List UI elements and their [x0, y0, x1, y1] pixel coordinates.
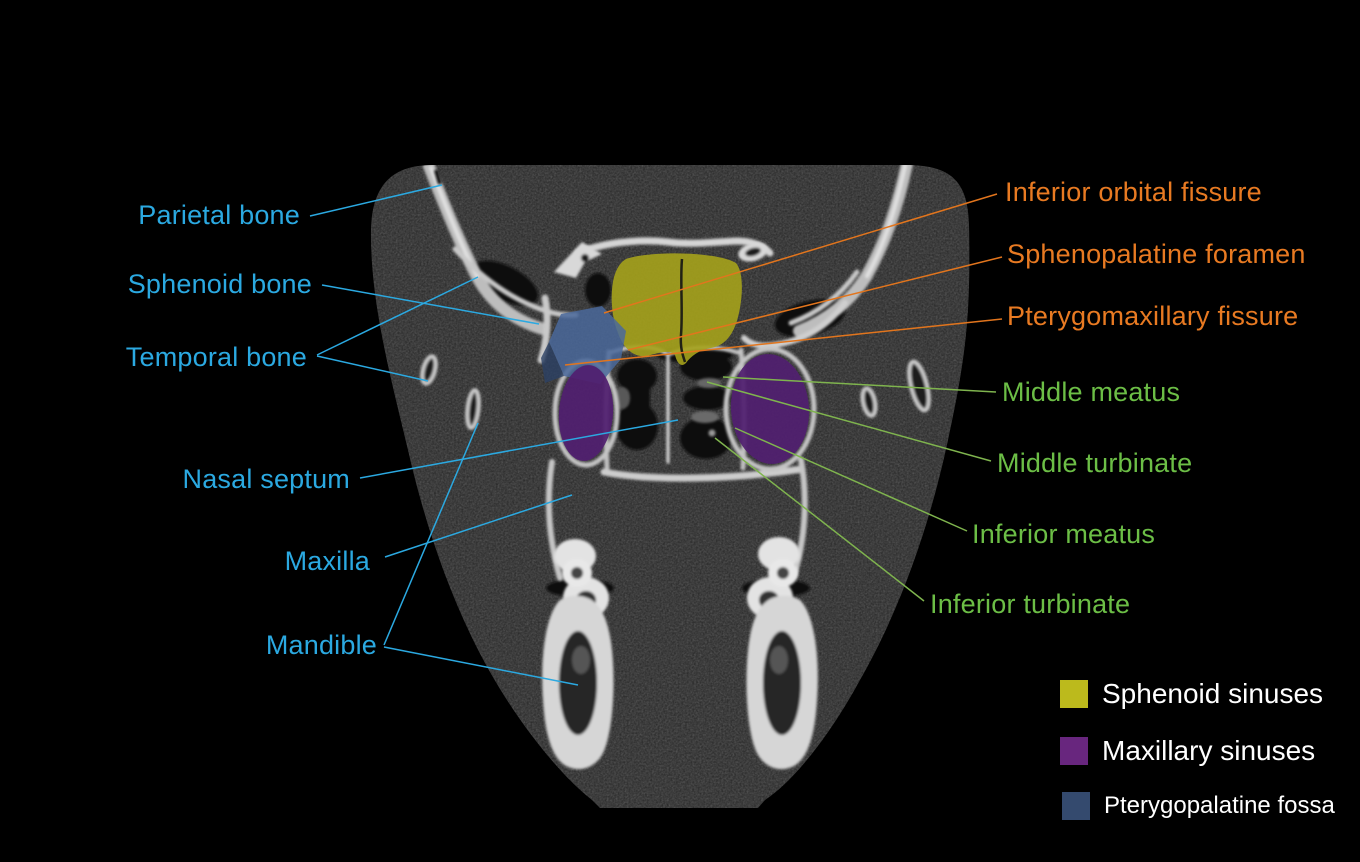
sphenoid-wings: [434, 169, 768, 278]
line-inferior-turbinate: [714, 437, 925, 602]
line-sphenoid-bone: [321, 284, 540, 325]
maxillary-sinus-right-overlay: [730, 354, 810, 464]
line-pterygomaxillary-fissure: [564, 318, 1003, 366]
label-parietal-bone: Parietal bone: [138, 200, 300, 230]
line-temporal-bone-upper: [316, 276, 479, 356]
label-middle-meatus: Middle meatus: [1002, 377, 1181, 407]
line-mandible-upper: [383, 422, 479, 646]
label-inferior-meatus: Inferior meatus: [972, 519, 1156, 549]
label-temporal-bone: Temporal bone: [125, 342, 307, 372]
label-sphenopalatine-foramen: Sphenopalatine foramen: [1007, 239, 1306, 269]
label-nasal-septum: Nasal septum: [182, 464, 350, 494]
line-mandible-lower: [383, 646, 579, 686]
label-pterygomaxillary-fissure: Pterygomaxillary fissure: [1007, 301, 1299, 331]
line-nasal-septum: [359, 419, 679, 479]
teeth-and-mandible: [542, 537, 818, 770]
legend-swatch-pterygopalatine-fossa: [1062, 792, 1090, 820]
legend-item-sphenoid-sinuses: Sphenoid sinuses: [1060, 680, 1323, 708]
legend-swatch-maxillary-sinuses: [1060, 737, 1088, 765]
line-sphenopalatine-foramen: [627, 256, 1003, 351]
label-mandible: Mandible: [265, 630, 377, 660]
legend-label-pterygopalatine-fossa: Pterygopalatine fossa: [1104, 792, 1335, 819]
line-middle-meatus: [722, 376, 997, 393]
label-inferior-orbital-fissure: Inferior orbital fissure: [1005, 177, 1262, 207]
label-inferior-turbinate: Inferior turbinate: [930, 589, 1131, 619]
label-middle-turbinate: Middle turbinate: [997, 448, 1193, 478]
legend-swatch-sphenoid-sinuses: [1060, 680, 1088, 708]
line-inferior-orbital-fissure: [603, 193, 998, 314]
label-sphenoid-bone: Sphenoid bone: [127, 269, 312, 299]
legend-label-sphenoid-sinuses: Sphenoid sinuses: [1102, 678, 1324, 709]
label-maxilla: Maxilla: [284, 546, 370, 576]
legend-item-maxillary-sinuses: Maxillary sinuses: [1060, 737, 1315, 765]
legend-label-maxillary-sinuses: Maxillary sinuses: [1102, 735, 1316, 766]
line-middle-turbinate: [706, 381, 992, 462]
line-parietal-bone: [309, 184, 443, 217]
line-inferior-meatus: [734, 427, 968, 532]
line-temporal-bone-lower: [316, 355, 429, 382]
maxillary-sinus-left-overlay: [558, 365, 614, 461]
annotation-lines: [309, 184, 1003, 686]
line-maxilla: [384, 494, 573, 558]
legend-item-pterygopalatine-fossa: Pterygopalatine fossa: [1062, 792, 1335, 820]
